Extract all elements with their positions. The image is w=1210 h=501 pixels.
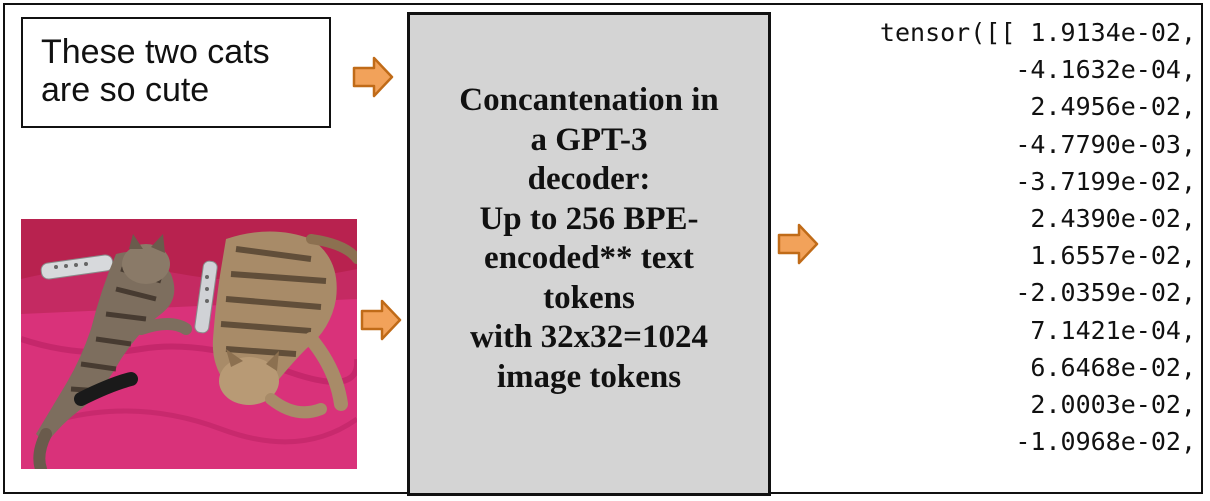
caption-line-1: These two cats — [41, 33, 270, 71]
decoder-line-4: Up to 256 BPE- — [479, 200, 699, 237]
decoder-line-3: decoder: — [527, 161, 651, 197]
arrow-right-icon — [360, 298, 402, 342]
tensor-line: 2.0003e-02, — [1030, 390, 1196, 420]
tensor-line: -4.7790e-03, — [1015, 129, 1196, 159]
arrow-right-icon — [352, 55, 394, 99]
tensor-line: 1.6557e-02, — [1030, 241, 1196, 271]
tensor-line: 6.6468e-02, — [1030, 352, 1196, 382]
decoder-line-2: a GPT-3 — [530, 121, 648, 158]
tensor-line: -2.0359e-02, — [1015, 278, 1196, 308]
remote-right — [194, 260, 218, 334]
decoder-box: Concantenation in a GPT-3 decoder: Up to… — [407, 12, 771, 496]
caption-line-2: are so cute — [41, 71, 210, 109]
decoder-line-6: tokens — [543, 279, 635, 316]
tensor-line: tensor([[ 1.9134e-02, — [879, 18, 1196, 47]
tensor-line: -4.1632e-04, — [1015, 55, 1196, 85]
decoder-line-8: image tokens — [496, 358, 682, 395]
decoder-line-5: encoded** text — [484, 240, 694, 276]
decoder-line-1: Concantenation in — [459, 82, 719, 118]
decoder-line-7: with 32x32=1024 — [470, 319, 708, 355]
remote-left — [40, 254, 114, 280]
arrow-right-icon — [777, 222, 819, 266]
tensor-line: 2.4956e-02, — [1030, 92, 1196, 122]
text-input-box: These two cats are so cute — [21, 17, 331, 128]
cat-right — [212, 231, 357, 419]
tensor-line: 2.4390e-02, — [1030, 204, 1196, 234]
tensor-line: 7.1421e-04, — [1030, 315, 1196, 345]
cats-photo — [21, 219, 357, 469]
tensor-output: tensor([[ 1.9134e-02, -4.1632e-04, 2.495… — [816, 14, 1196, 460]
tensor-line: -3.7199e-02, — [1015, 166, 1196, 196]
tensor-line: -1.0968e-02, — [1015, 427, 1196, 457]
cat-left — [33, 234, 192, 469]
